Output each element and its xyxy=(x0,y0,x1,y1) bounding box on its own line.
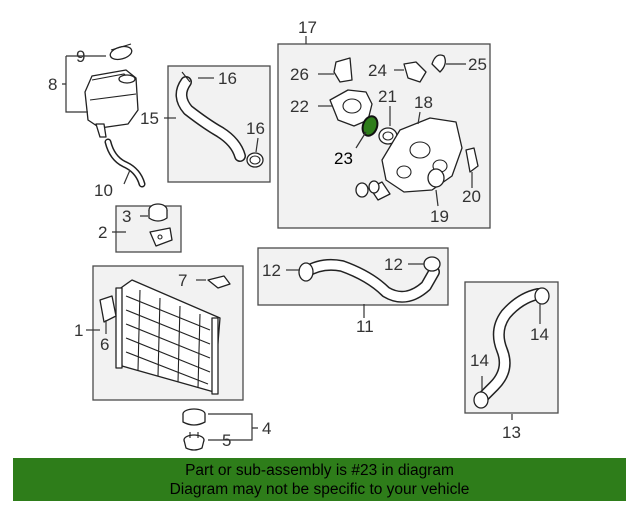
gasket-23-highlighted xyxy=(361,115,379,137)
clamp-14b xyxy=(473,391,489,409)
bracket-7 xyxy=(207,275,231,289)
hose-clamp xyxy=(246,152,264,168)
clamp-12a xyxy=(298,262,314,282)
bracket-2 xyxy=(149,227,173,247)
clamp-12b xyxy=(423,256,441,272)
callout-15: 15 xyxy=(140,109,159,128)
callout-10: 10 xyxy=(94,181,113,200)
callout-20: 20 xyxy=(462,187,481,206)
callout-16a: 16 xyxy=(218,69,237,88)
callout-6: 6 xyxy=(100,335,109,354)
overflow-hose xyxy=(104,138,146,188)
sensor-24 xyxy=(403,61,427,83)
cover-22 xyxy=(329,89,373,127)
callout-16b: 16 xyxy=(246,119,265,138)
callout-2: 2 xyxy=(98,223,107,242)
callout-7: 7 xyxy=(178,271,187,290)
lower-hose xyxy=(300,258,440,303)
cap-3 xyxy=(148,203,168,222)
cap-5 xyxy=(183,432,205,451)
callout-19: 19 xyxy=(430,207,449,226)
banner-line-1: Part or sub-assembly is #23 in diagram xyxy=(185,462,454,479)
callout-12a: 12 xyxy=(262,261,281,280)
fitting-6 xyxy=(99,295,117,323)
info-banner: Part or sub-assembly is #23 in diagram D… xyxy=(13,458,626,501)
cap-4 xyxy=(182,408,206,426)
callout-1: 1 xyxy=(74,321,83,340)
callout-17: 17 xyxy=(298,18,317,37)
bypass-hose xyxy=(478,288,544,402)
callout-18: 18 xyxy=(414,93,433,112)
callout-21: 21 xyxy=(378,87,397,106)
bracket-26 xyxy=(333,57,353,83)
reservoir-cap xyxy=(109,43,133,61)
callout-5: 5 xyxy=(222,431,231,450)
callout-26: 26 xyxy=(290,65,309,84)
callout-25: 25 xyxy=(468,55,487,74)
gasket-20 xyxy=(465,147,479,173)
reservoir-tank xyxy=(84,69,139,138)
clip-25 xyxy=(431,54,446,73)
banner-line-2: Diagram may not be specific to your vehi… xyxy=(169,481,470,498)
upper-hose xyxy=(175,71,246,162)
clamp-14a xyxy=(534,287,550,305)
callout-24: 24 xyxy=(368,61,387,80)
callout-11: 11 xyxy=(356,317,374,336)
callout-13: 13 xyxy=(502,423,521,442)
thermostat-21 xyxy=(378,127,398,145)
callout-4: 4 xyxy=(262,419,271,438)
callout-9: 9 xyxy=(76,47,85,66)
seals-small xyxy=(355,180,380,198)
callout-14a: 14 xyxy=(530,325,549,344)
callout-3: 3 xyxy=(122,207,131,226)
callout-12b: 12 xyxy=(384,255,403,274)
callout-14b: 14 xyxy=(470,351,489,370)
callout-23: 23 xyxy=(334,149,353,168)
callout-22: 22 xyxy=(290,97,309,116)
oring-19 xyxy=(427,168,445,188)
radiator xyxy=(115,279,221,395)
callout-labels: 8 9 10 15 16 16 17 26 22 24 25 21 18 23 … xyxy=(48,18,549,450)
leader-lines xyxy=(62,36,541,441)
callout-8: 8 xyxy=(48,75,57,94)
